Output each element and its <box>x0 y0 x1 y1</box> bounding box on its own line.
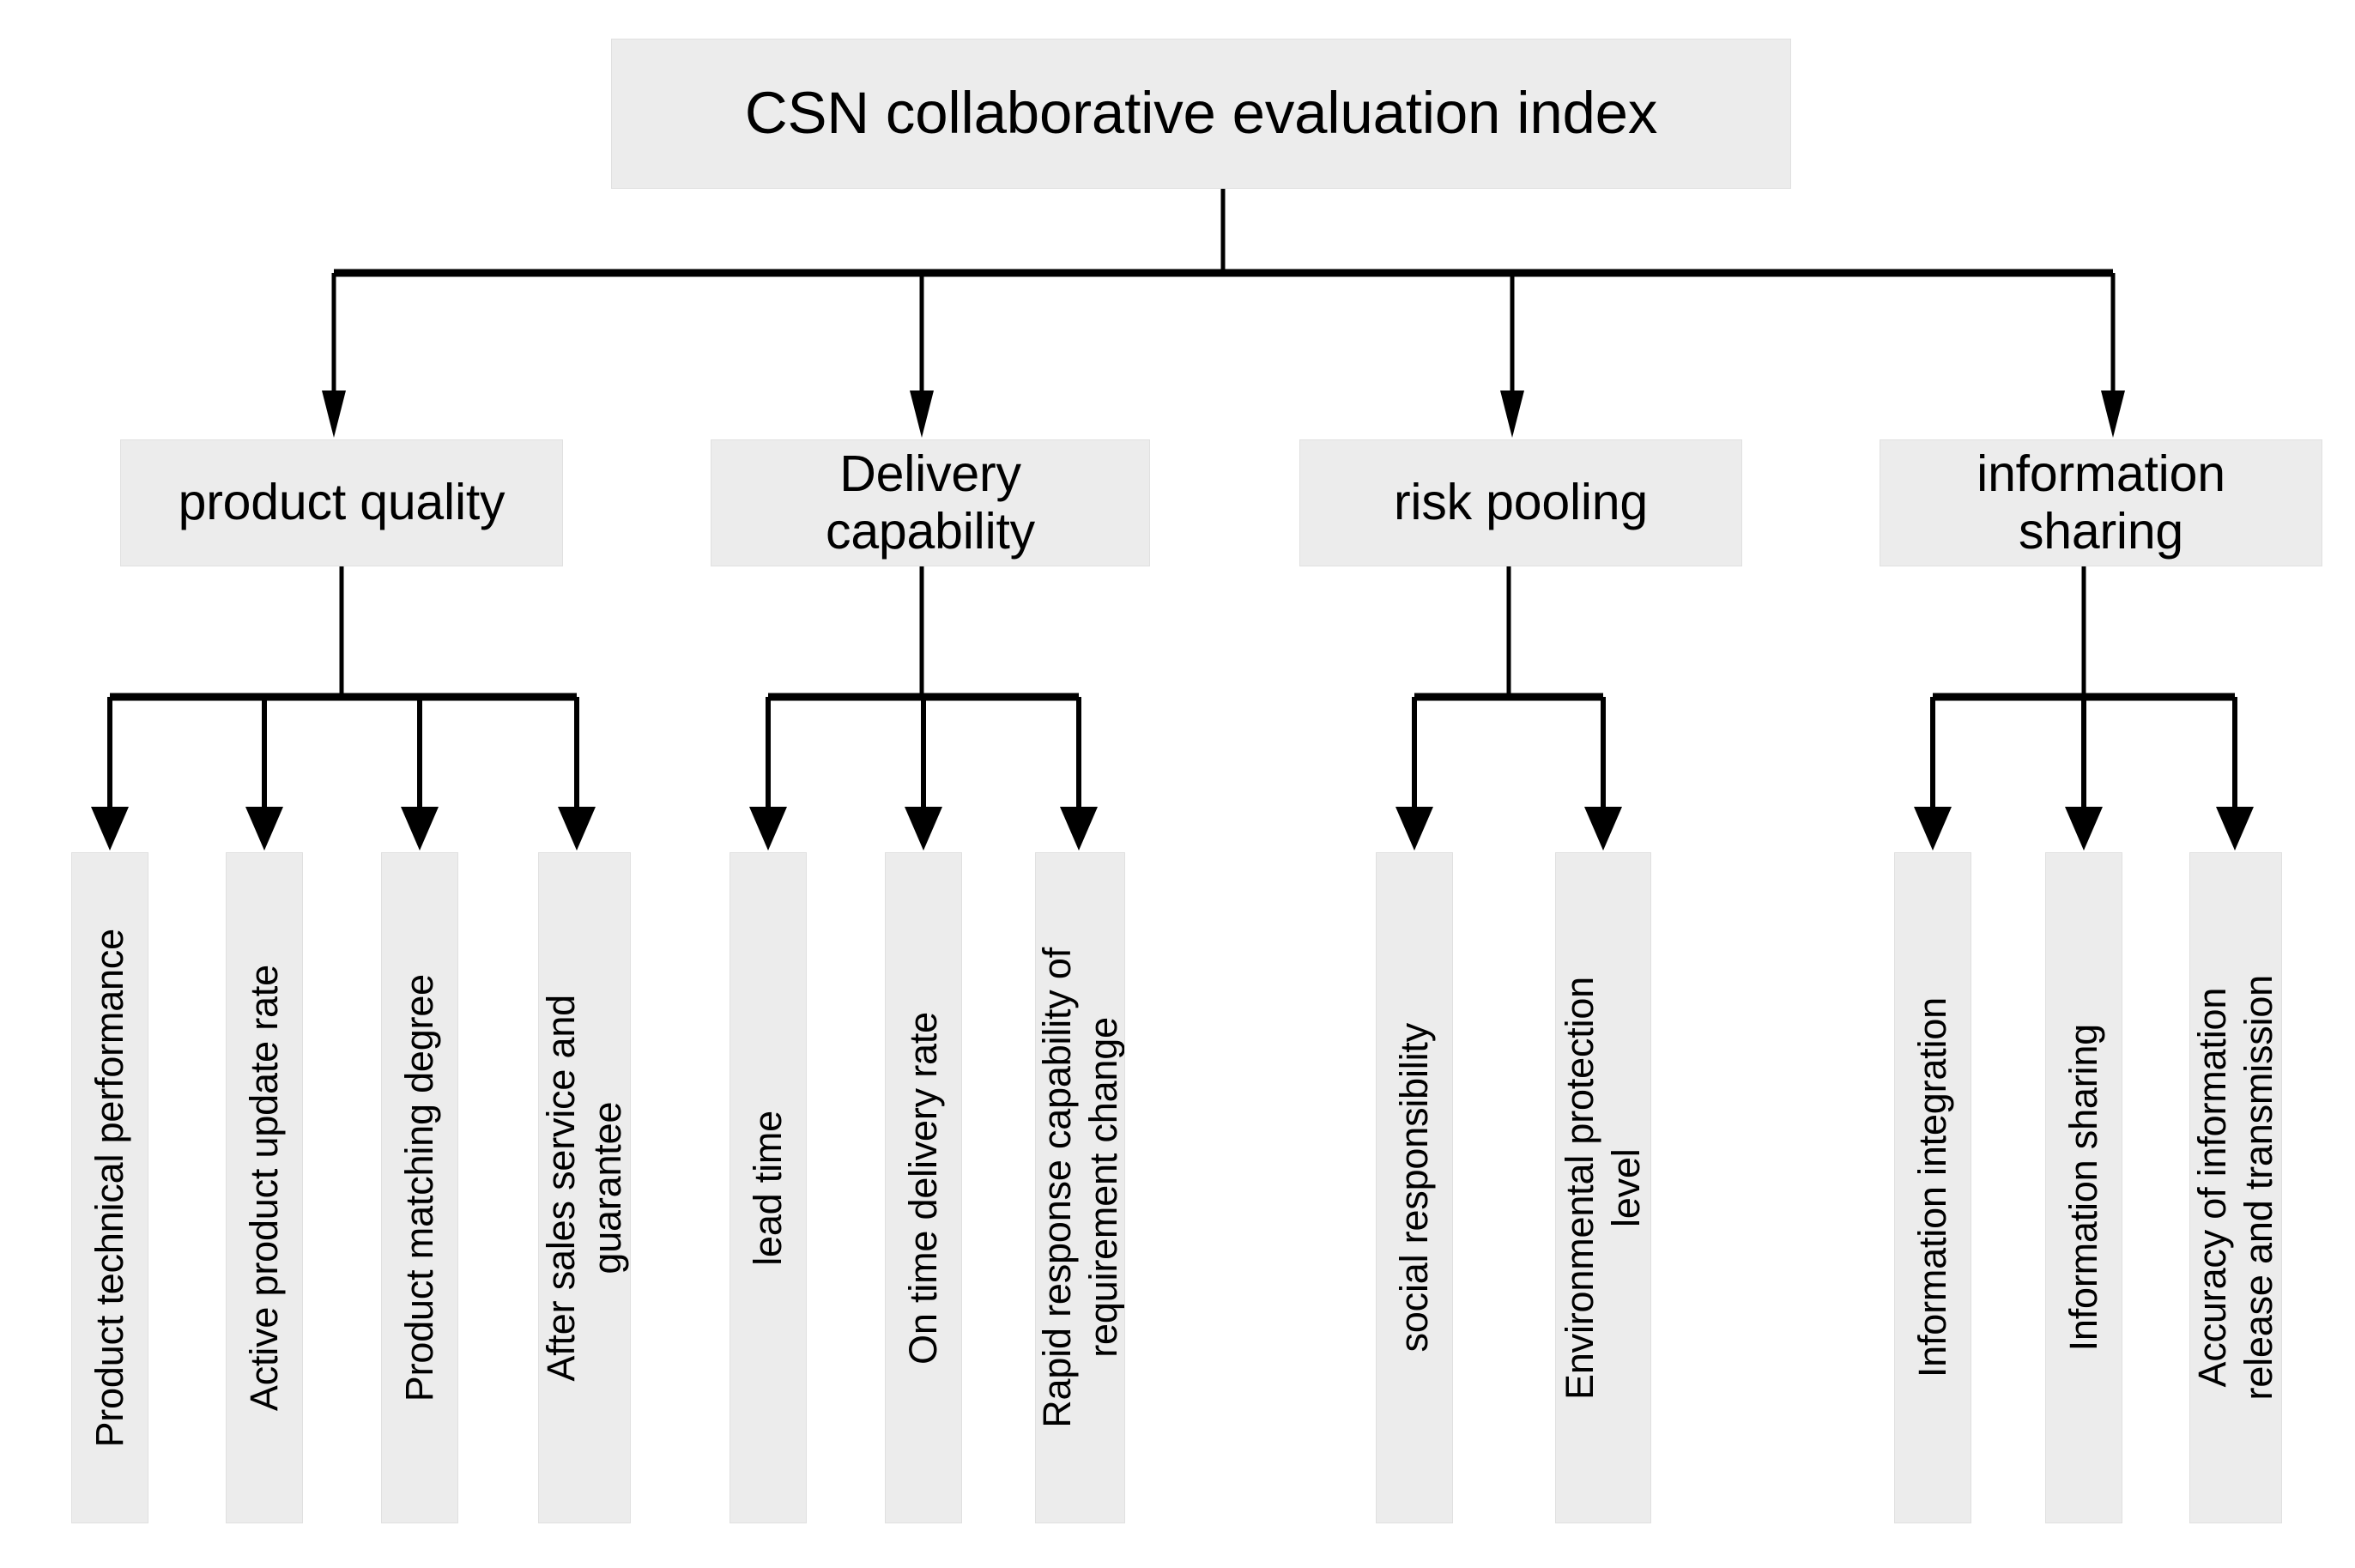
leaf-node-label: Information sharing <box>2061 1024 2105 1352</box>
leaf-node-environmental-protection-level[interactable]: Environmental protection level <box>1555 852 1651 1523</box>
leaf-node-accuracy-of-information-release-and-transmission[interactable]: Accuracy of information release and tran… <box>2189 852 2282 1523</box>
leaf-node-label: On time delivery rate <box>901 1011 945 1365</box>
leaf-node-product-technical-performance[interactable]: Product technical performance <box>71 852 148 1523</box>
branch-node-product-quality[interactable]: product quality <box>120 439 563 566</box>
branch-node-label: Delivery capability <box>826 445 1035 560</box>
arrowhead-branch-2 <box>1500 390 1524 438</box>
leaf-node-label: lead time <box>746 1110 790 1266</box>
leaf-node-label: After sales service and guarantee <box>539 994 629 1382</box>
leaf-node-label: Active product update rate <box>242 964 286 1412</box>
leaf-node-label: Product matching degree <box>397 973 441 1402</box>
root-node-label: CSN collaborative evaluation index <box>744 80 1658 147</box>
branch-node-label: information sharing <box>1977 445 2225 560</box>
arrowhead-leaf-1-0 <box>749 807 787 851</box>
arrowhead-leaf-3-2 <box>2216 807 2254 851</box>
arrowhead-leaf-3-0 <box>1914 807 1952 851</box>
leaf-node-on-time-delivery-rate[interactable]: On time delivery rate <box>885 852 962 1523</box>
leaf-node-information-sharing[interactable]: Information sharing <box>2045 852 2122 1523</box>
arrowhead-branch-1 <box>910 390 934 438</box>
leaf-node-label: Information integration <box>1910 997 1954 1378</box>
arrowhead-leaf-1-2 <box>1060 807 1098 851</box>
leaf-node-after-sales-service-and-guarantee[interactable]: After sales service and guarantee <box>538 852 631 1523</box>
branch-node-information-sharing[interactable]: information sharing <box>1880 439 2322 566</box>
leaf-node-active-product-update-rate[interactable]: Active product update rate <box>226 852 303 1523</box>
leaf-node-information-integration[interactable]: Information integration <box>1894 852 1971 1523</box>
leaf-node-label: Product technical performance <box>88 928 131 1448</box>
branch-node-risk-pooling[interactable]: risk pooling <box>1299 439 1742 566</box>
branch-node-label: risk pooling <box>1393 474 1649 531</box>
arrowhead-leaf-2-0 <box>1395 807 1433 851</box>
leaf-node-label: Rapid response capability of requirement… <box>1035 947 1125 1428</box>
leaf-node-label: Accuracy of information release and tran… <box>2190 975 2280 1401</box>
root-node[interactable]: CSN collaborative evaluation index <box>611 39 1791 189</box>
leaf-node-label: Environmental protection level <box>1558 976 1648 1400</box>
arrowhead-branch-3 <box>2101 390 2125 438</box>
leaf-node-rapid-response-capability[interactable]: Rapid response capability of requirement… <box>1035 852 1125 1523</box>
arrowhead-leaf-0-2 <box>401 807 439 851</box>
leaf-node-lead-time[interactable]: lead time <box>730 852 807 1523</box>
arrowhead-leaf-0-0 <box>91 807 129 851</box>
branch-node-delivery-capability[interactable]: Delivery capability <box>711 439 1150 566</box>
arrowhead-leaf-2-1 <box>1584 807 1622 851</box>
arrowhead-leaf-0-3 <box>558 807 596 851</box>
leaf-node-product-matching-degree[interactable]: Product matching degree <box>381 852 458 1523</box>
leaf-node-social-responsibility[interactable]: social responsibility <box>1376 852 1453 1523</box>
arrowhead-leaf-1-1 <box>905 807 942 851</box>
branch-node-label: product quality <box>178 474 506 531</box>
arrowhead-branch-0 <box>322 390 346 438</box>
arrowhead-leaf-3-1 <box>2065 807 2103 851</box>
arrowhead-leaf-0-1 <box>245 807 283 851</box>
leaf-node-label: social responsibility <box>1392 1023 1436 1353</box>
